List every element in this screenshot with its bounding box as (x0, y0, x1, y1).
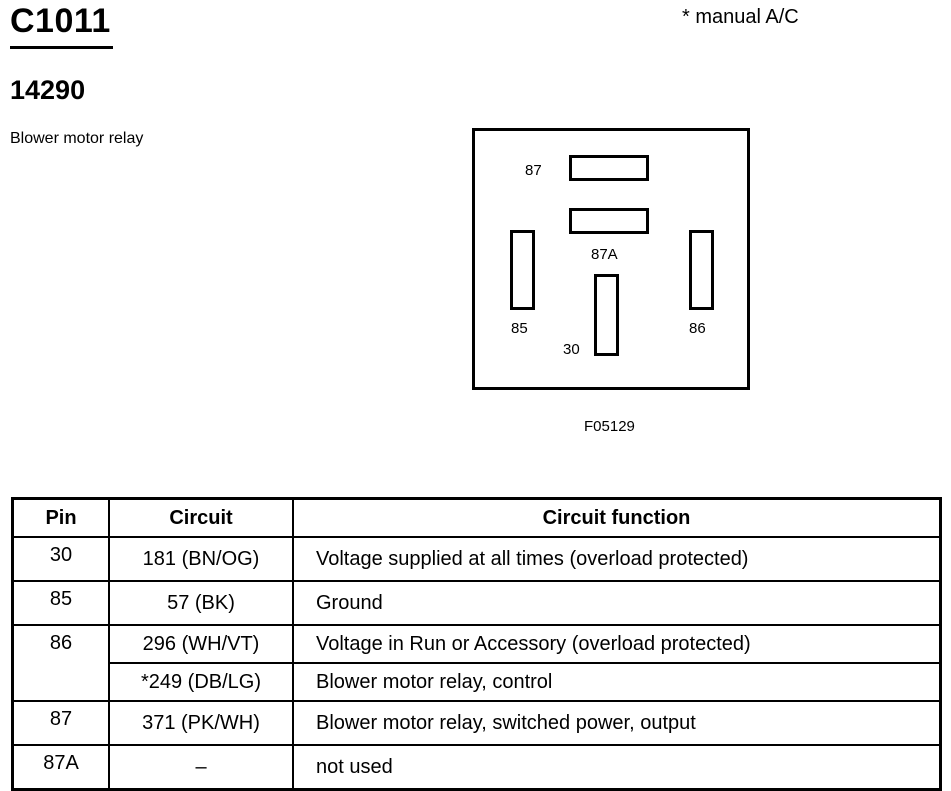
function-cell: Ground (292, 580, 942, 626)
table-row: 85 57 (BK) Ground (11, 580, 942, 626)
column-header-pin: Pin (11, 497, 110, 538)
pin-cell: 30 (11, 536, 110, 582)
circuit-cell: 296 (WH/VT) (108, 624, 294, 664)
terminal-label-87a: 87A (591, 246, 618, 263)
terminal-label-86: 86 (689, 320, 706, 337)
circuit-cell: 181 (BN/OG) (108, 536, 294, 582)
pinout-table: Pin Circuit Circuit function 30 181 (BN/… (11, 497, 942, 791)
table-row: *249 (DB/LG) Blower motor relay, control (13, 662, 942, 702)
circuit-cell: – (108, 744, 294, 791)
terminal-86 (689, 230, 714, 310)
function-cell: Voltage in Run or Accessory (overload pr… (292, 624, 942, 664)
connector-id: C1011 (10, 2, 111, 40)
function-cell: Blower motor relay, control (292, 662, 942, 702)
terminal-87 (569, 155, 649, 181)
circuit-cell: 57 (BK) (108, 580, 294, 626)
function-cell: Voltage supplied at all times (overload … (292, 536, 942, 582)
pin-cell: 85 (11, 580, 110, 626)
circuit-cell: 371 (PK/WH) (108, 700, 294, 746)
table-header-row: Pin Circuit Circuit function (11, 497, 942, 538)
pin-cell: 87A (11, 744, 110, 791)
title-underline (10, 46, 113, 49)
pin-cell: 87 (11, 700, 110, 746)
terminal-label-30: 30 (563, 341, 580, 358)
terminal-87a (569, 208, 649, 234)
terminal-85 (510, 230, 535, 310)
terminal-label-87: 87 (525, 162, 542, 179)
function-cell: not used (292, 744, 942, 791)
table-row: 86 296 (WH/VT) Voltage in Run or Accesso… (11, 624, 942, 702)
function-cell: Blower motor relay, switched power, outp… (292, 700, 942, 746)
table-row: 30 181 (BN/OG) Voltage supplied at all t… (11, 536, 942, 582)
table-row: 87A – not used (11, 744, 942, 791)
part-description: Blower motor relay (10, 130, 144, 147)
pin-cell: 86 (11, 624, 110, 702)
figure-id: F05129 (584, 418, 635, 435)
part-number: 14290 (10, 75, 86, 105)
relay-connector-diagram: 87 87A 85 86 30 (472, 128, 750, 390)
footnote-manual-ac: * manual A/C (682, 6, 799, 28)
table-row: 87 371 (PK/WH) Blower motor relay, switc… (11, 700, 942, 746)
circuit-cell: *249 (DB/LG) (108, 662, 294, 702)
column-header-function: Circuit function (292, 497, 942, 538)
terminal-label-85: 85 (511, 320, 528, 337)
column-header-circuit: Circuit (108, 497, 294, 538)
terminal-30 (594, 274, 619, 356)
